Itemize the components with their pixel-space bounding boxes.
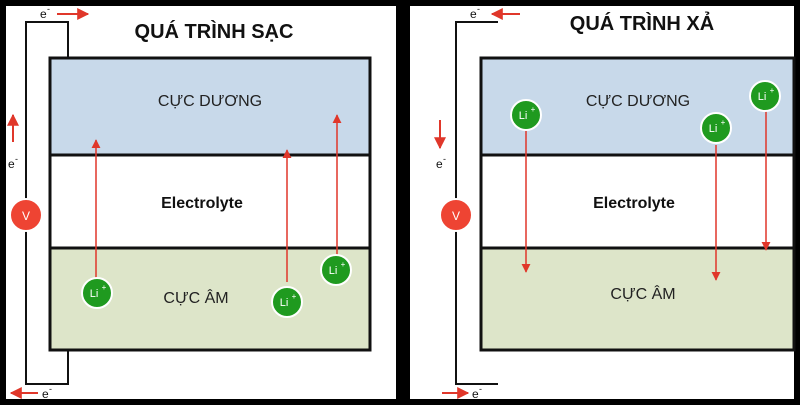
svg-text:+: +: [102, 283, 107, 292]
svg-text:Li: Li: [90, 288, 99, 300]
svg-text:+: +: [721, 118, 726, 127]
svg-text:+: +: [292, 292, 297, 301]
svg-text:+: +: [341, 260, 346, 269]
charge-li-ion-3: Li +: [320, 254, 352, 286]
svg-text:-: -: [443, 154, 446, 164]
svg-text:e: e: [8, 157, 15, 171]
charge-electron-bottom: e -: [9, 384, 52, 401]
charge-negative-label: CỰC ÂM: [163, 288, 228, 307]
svg-text:-: -: [479, 384, 482, 394]
svg-text:e: e: [436, 157, 443, 171]
discharge-negative-label: CỰC ÂM: [610, 284, 675, 303]
discharge-panel: CỰC DƯƠNG Electrolyte CỰC ÂM QUÁ TRÌNH X…: [410, 4, 796, 401]
discharge-voltmeter-icon: V: [439, 198, 473, 232]
svg-text:Li: Li: [280, 297, 289, 309]
svg-text:Li: Li: [758, 91, 767, 103]
svg-text:+: +: [770, 86, 775, 95]
discharge-positive-label: CỰC DƯƠNG: [586, 93, 690, 110]
charge-electrolyte-layer: [48, 153, 372, 250]
discharge-li-ion-1: Li +: [510, 99, 542, 131]
discharge-electrolyte-layer: [479, 153, 796, 250]
charge-electron-side: e -: [6, 113, 19, 171]
svg-text:e: e: [472, 387, 479, 401]
svg-text:e: e: [470, 7, 477, 21]
svg-text:Li: Li: [329, 265, 338, 277]
charge-electron-top: e -: [40, 4, 90, 21]
svg-text:-: -: [15, 154, 18, 164]
discharge-electron-bottom: e -: [442, 384, 482, 401]
charge-positive-label: CỰC DƯƠNG: [158, 93, 262, 110]
charge-panel: CỰC DƯƠNG Electrolyte CỰC ÂM QUÁ TRÌNH S…: [6, 4, 396, 401]
discharge-electrolyte-label: Electrolyte: [593, 195, 675, 212]
charge-li-ion-1: Li +: [81, 277, 113, 309]
svg-text:Li: Li: [709, 123, 718, 135]
discharge-li-ion-2: Li +: [700, 112, 732, 144]
svg-text:Li: Li: [519, 110, 528, 122]
charge-electrolyte-label: Electrolyte: [161, 195, 243, 212]
discharge-electron-top: e -: [470, 4, 520, 21]
svg-text:+: +: [531, 105, 536, 114]
discharge-electron-side: e -: [434, 120, 446, 171]
charge-voltmeter-icon: V: [9, 198, 43, 232]
svg-text:-: -: [49, 384, 52, 394]
svg-text:-: -: [477, 4, 480, 14]
svg-text:e: e: [40, 7, 47, 21]
discharge-li-ion-3: Li +: [749, 80, 781, 112]
charge-title: QUÁ TRÌNH SẠC: [135, 20, 294, 43]
svg-text:V: V: [22, 209, 30, 223]
discharge-negative-electrode: [479, 246, 796, 352]
svg-text:e: e: [42, 387, 49, 401]
discharge-title: QUÁ TRÌNH XẢ: [570, 12, 714, 35]
svg-text:-: -: [47, 4, 50, 14]
charge-li-ion-2: Li +: [271, 286, 303, 318]
svg-text:V: V: [452, 209, 460, 223]
